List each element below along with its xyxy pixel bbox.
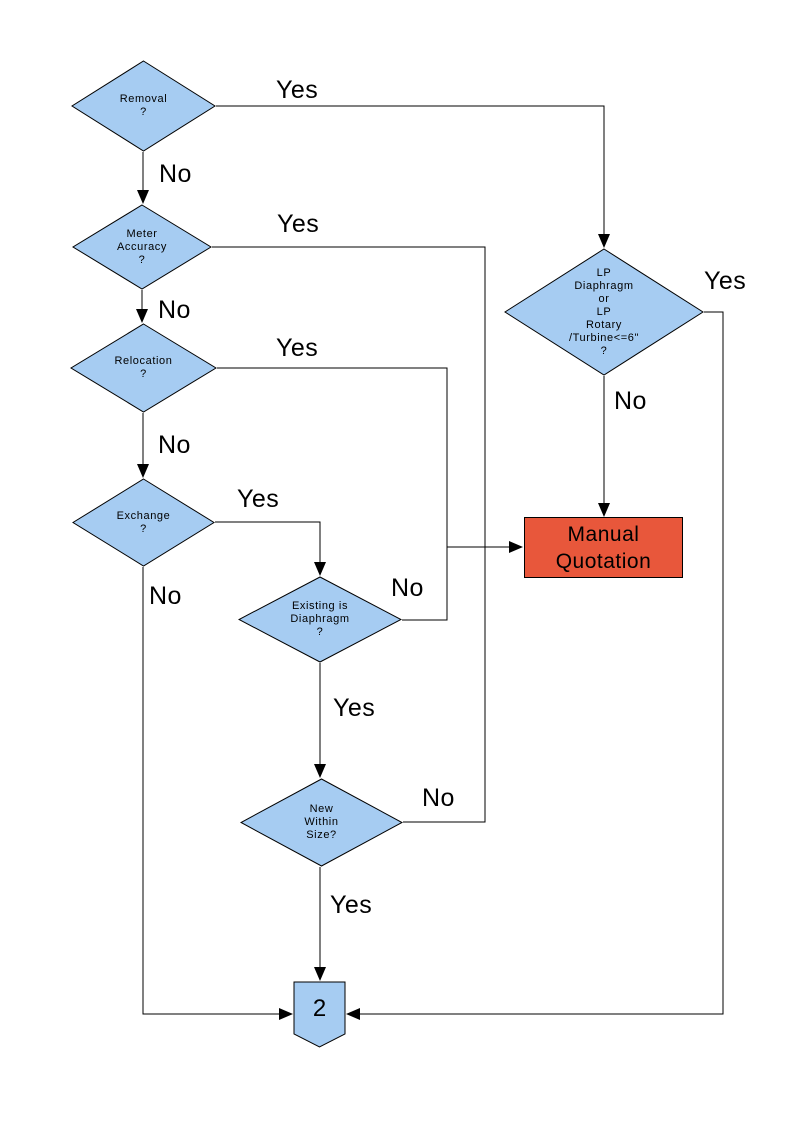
process-manual-quotation: Manual Quotation — [524, 517, 683, 578]
label-line: Existing is — [291, 600, 349, 612]
decision-relocation: Relocation ? — [70, 323, 217, 413]
diamond-shape — [240, 778, 403, 867]
edge-label-relocation-no: No — [158, 431, 191, 459]
label-line: or — [598, 292, 610, 305]
process-manual-quotation-label: Manual Quotation — [525, 518, 682, 577]
off-page-connector-2: 2 — [293, 981, 346, 1048]
pentagon-shape — [293, 981, 346, 1048]
label-line: Quotation — [555, 549, 652, 573]
edge-exchange-no-rail — [142, 567, 279, 1015]
decision-new-within-size-label: New Within Size? — [240, 778, 403, 867]
decision-removal-label: Removal ? — [71, 60, 216, 152]
label-line: Manual — [567, 522, 640, 546]
label-line: Diaphragm — [574, 279, 634, 292]
decision-exchange: Exchange ? — [72, 478, 215, 567]
label-line: Meter — [126, 227, 158, 240]
decision-meter-accuracy: Meter Accuracy ? — [72, 204, 212, 290]
label-line: Exchange — [116, 509, 171, 522]
arrowhead-connector-left — [279, 1008, 293, 1020]
label-line: ? — [140, 522, 147, 535]
decision-lp-meter-type-label: LP Diaphragm or LP Rotary /Turbine<=6" ? — [504, 248, 704, 376]
decision-lp-meter-type: LP Diaphragm or LP Rotary /Turbine<=6" ? — [504, 248, 704, 376]
label-line: New — [309, 803, 334, 815]
decision-exchange-label: Exchange ? — [72, 478, 215, 567]
diamond-shape — [72, 204, 212, 290]
arrowhead-lp-top — [598, 234, 610, 248]
edge-label-newsize-yes: Yes — [330, 891, 373, 919]
edge-label-relocation-yes: Yes — [276, 334, 319, 362]
edge-removal-yes — [216, 105, 605, 234]
off-page-connector-2-label: 2 — [293, 981, 346, 1035]
diamond-shape — [504, 248, 704, 376]
label-line: Relocation — [114, 355, 173, 367]
label-line: ? — [140, 106, 147, 118]
label-line: Rotary — [586, 318, 622, 331]
decision-removal: Removal ? — [71, 60, 216, 152]
decision-existing-diaphragm: Existing is Diaphragm ? — [238, 576, 402, 663]
label-line: Within — [304, 816, 339, 828]
edge-label-meter-no: No — [158, 296, 191, 324]
arrowhead-relocation-top — [136, 309, 148, 323]
edge-label-lp-yes: Yes — [704, 267, 747, 295]
diamond-shape — [70, 323, 217, 413]
label-line: 2 — [312, 994, 327, 1022]
edge-label-removal-yes: Yes — [276, 76, 319, 104]
arrowhead-manual-quotation-top — [598, 503, 610, 517]
label-line: ? — [600, 344, 608, 357]
edge-label-exchange-yes: Yes — [237, 485, 280, 513]
edge-label-existing-yes: Yes — [333, 694, 376, 722]
edge-lp-yes-rail — [360, 311, 724, 1015]
label-line: LP — [596, 266, 612, 279]
decision-relocation-label: Relocation ? — [70, 323, 217, 413]
arrowhead-meter-top — [137, 190, 149, 204]
edge-label-removal-no: No — [159, 160, 192, 188]
decision-existing-diaphragm-label: Existing is Diaphragm ? — [238, 576, 402, 663]
decision-new-within-size: New Within Size? — [240, 778, 403, 867]
diamond-shape — [238, 576, 402, 663]
label-line: LP — [596, 305, 612, 318]
arrowhead-existing-top — [314, 562, 326, 576]
arrowhead-newsize-top — [314, 764, 326, 778]
edge-label-lp-no: No — [614, 387, 647, 415]
label-line: Diaphragm — [290, 613, 350, 625]
arrowhead-connector-right — [346, 1008, 360, 1020]
arrowhead-exchange-top — [137, 464, 149, 478]
arrowhead-manual-quotation-left — [509, 541, 523, 553]
edge-relocation-yes-rail — [217, 367, 448, 621]
label-line: Accuracy — [116, 240, 168, 253]
diamond-shape — [71, 60, 216, 152]
edge-label-existing-no: No — [391, 574, 424, 602]
decision-meter-accuracy-label: Meter Accuracy ? — [72, 204, 212, 290]
label-line: ? — [316, 626, 324, 638]
label-line: ? — [138, 253, 146, 266]
label-line: /Turbine<=6" — [568, 331, 639, 344]
diamond-shape — [72, 478, 215, 567]
label-line: Size? — [306, 829, 337, 841]
edge-exchange-yes — [215, 521, 321, 562]
edge-label-exchange-no: No — [149, 582, 182, 610]
edge-label-newsize-no: No — [422, 784, 455, 812]
label-line: Removal — [119, 93, 168, 105]
edge-label-meter-yes: Yes — [277, 210, 320, 238]
edge-meter-yes-rail — [212, 246, 486, 823]
arrowhead-connector-top — [314, 967, 326, 981]
label-line: ? — [140, 368, 147, 380]
